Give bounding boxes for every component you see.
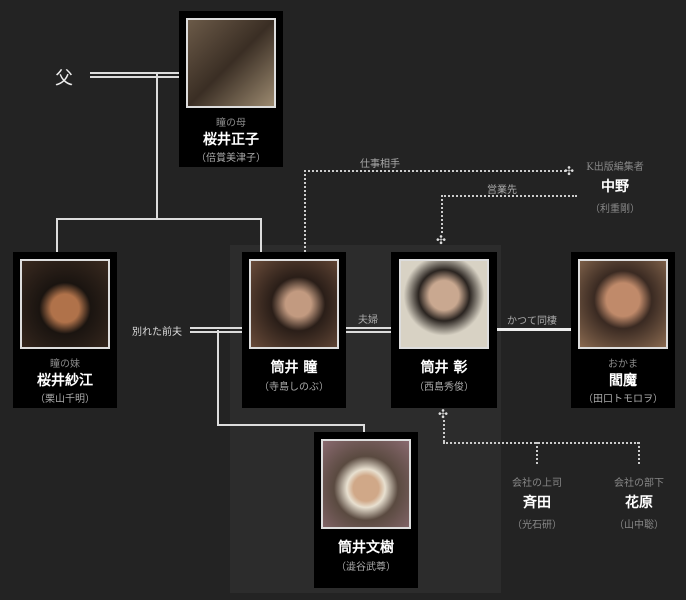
person-role: 瞳の妹 xyxy=(50,359,80,370)
marriage-line xyxy=(346,327,391,333)
cohabit-line xyxy=(497,328,571,331)
portrait-photo xyxy=(20,259,110,349)
company-line-hanahara xyxy=(638,442,640,464)
person-role: 瞳の母 xyxy=(216,118,246,129)
line-to-sister xyxy=(56,218,58,252)
client-line-h xyxy=(441,195,577,197)
person-actor: （光石研） xyxy=(512,520,562,531)
person-saita[interactable]: 会社の上司 斉田 （光石研） xyxy=(492,474,582,531)
company-line-h xyxy=(443,442,639,444)
person-card-mother[interactable]: 瞳の母 桜井正子 （倍賞美津子） xyxy=(179,11,283,167)
person-name: 筒井 瞳 xyxy=(270,360,318,376)
line-parents-children xyxy=(156,74,158,219)
person-card-akira[interactable]: 筒井 彰 （西島秀俊） xyxy=(391,252,497,408)
portrait-photo xyxy=(578,259,668,349)
person-name: 花原 xyxy=(625,495,653,511)
portrait-photo xyxy=(321,439,411,529)
relation-work-partner: 仕事相手 xyxy=(360,159,400,170)
line-to-hitomi xyxy=(260,218,262,252)
portrait-photo xyxy=(399,259,489,349)
relation-lived-together: かつて同棲 xyxy=(507,316,557,327)
person-actor: （寺島しのぶ） xyxy=(259,382,329,393)
marriage-line-parents xyxy=(90,72,179,78)
person-card-son[interactable]: 筒井文樹 （澁谷武尊） xyxy=(314,432,418,588)
person-card-hitomi[interactable]: 筒井 瞳 （寺島しのぶ） xyxy=(242,252,346,408)
relation-married: 夫婦 xyxy=(358,315,378,326)
person-role: 会社の部下 xyxy=(614,478,664,489)
ex-marriage-line xyxy=(190,327,242,333)
company-line-saita xyxy=(536,442,538,464)
portrait-photo xyxy=(186,18,276,108)
portrait-photo xyxy=(249,259,339,349)
person-card-okama[interactable]: おかま 閻魔 （田口トモロヲ） xyxy=(571,252,675,408)
person-actor: （澁谷武尊） xyxy=(336,562,396,573)
person-role: おかま xyxy=(608,359,638,370)
connector-icon: ✣ xyxy=(436,233,447,247)
person-name: 斉田 xyxy=(523,495,551,511)
person-name: 桜井紗江 xyxy=(37,373,93,389)
person-name: 閻魔 xyxy=(609,373,637,389)
person-name: 筒井 彰 xyxy=(420,360,468,376)
father-label: 父 xyxy=(55,68,73,89)
client-line-v xyxy=(441,195,443,233)
line-to-son-end xyxy=(363,424,365,433)
line-to-son-v xyxy=(217,330,219,426)
connector-icon: ✣ xyxy=(438,407,449,421)
relation-client: 営業先 xyxy=(487,185,517,196)
person-actor: （倍賞美津子） xyxy=(196,153,266,164)
person-card-sister[interactable]: 瞳の妹 桜井紗江 （栗山千明） xyxy=(13,252,117,408)
person-name: 桜井正子 xyxy=(203,132,259,148)
person-nakano[interactable]: K出版編集者 中野 （利重剛） xyxy=(570,158,660,215)
person-actor: （田口トモロヲ） xyxy=(583,394,663,405)
person-name: 中野 xyxy=(601,179,629,195)
work-line-v xyxy=(304,170,306,252)
work-line-h xyxy=(304,170,566,172)
connector-icon: ✣ xyxy=(564,164,575,178)
line-to-son-h xyxy=(217,424,365,426)
person-hanahara[interactable]: 会社の部下 花原 （山中聡） xyxy=(594,474,684,531)
person-actor: （利重剛） xyxy=(590,204,640,215)
person-role: 会社の上司 xyxy=(512,478,562,489)
person-actor: （山中聡） xyxy=(614,520,664,531)
relation-ex-husband: 別れた前夫 xyxy=(132,327,182,338)
person-actor: （栗山千明） xyxy=(35,394,95,405)
company-line-v xyxy=(443,420,445,442)
person-name: 筒井文樹 xyxy=(338,540,394,556)
person-actor: （西島秀俊） xyxy=(414,382,474,393)
person-role: K出版編集者 xyxy=(586,162,644,173)
line-siblings xyxy=(56,218,262,220)
